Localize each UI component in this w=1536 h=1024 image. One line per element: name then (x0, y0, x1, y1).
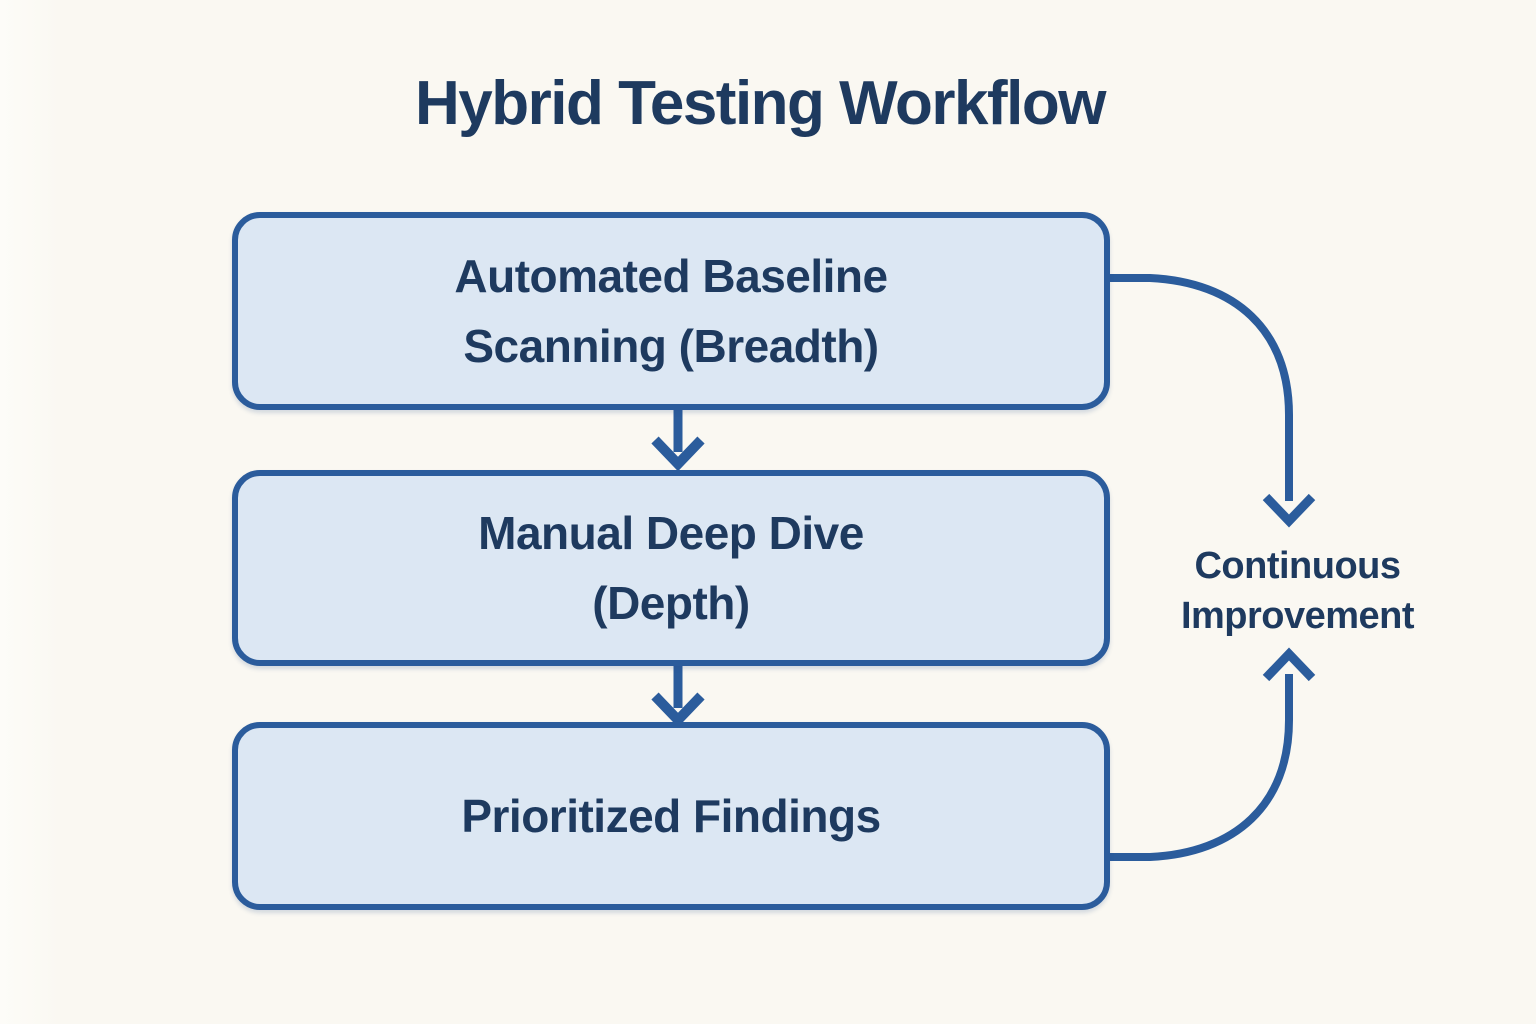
node-label-line: (Depth) (592, 577, 750, 629)
curved-arrow-up-icon (1110, 647, 1316, 861)
continuous-improvement-label: Continuous Improvement (1125, 541, 1470, 641)
node-automated-baseline-scanning: Automated Baseline Scanning (Breadth) (232, 212, 1110, 410)
arrow-down-icon (651, 409, 705, 472)
node-label: Manual Deep Dive (Depth) (478, 498, 864, 638)
node-label-line: Automated Baseline (454, 250, 888, 302)
node-label-line: Manual Deep Dive (478, 507, 864, 559)
curved-arrow-down-icon (1110, 274, 1316, 528)
diagram-title: Hybrid Testing Workflow (414, 69, 1107, 138)
node-label-line: Scanning (Breadth) (463, 320, 879, 372)
node-label: Automated Baseline Scanning (Breadth) (454, 241, 888, 381)
node-manual-deep-dive: Manual Deep Dive (Depth) (232, 470, 1110, 666)
side-label-line: Continuous (1194, 545, 1401, 587)
side-label-line: Improvement (1180, 595, 1415, 637)
arrow-down-icon (651, 665, 705, 728)
node-prioritized-findings: Prioritized Findings (232, 722, 1110, 910)
node-label-line: Prioritized Findings (461, 790, 881, 842)
node-label: Prioritized Findings (461, 781, 881, 851)
